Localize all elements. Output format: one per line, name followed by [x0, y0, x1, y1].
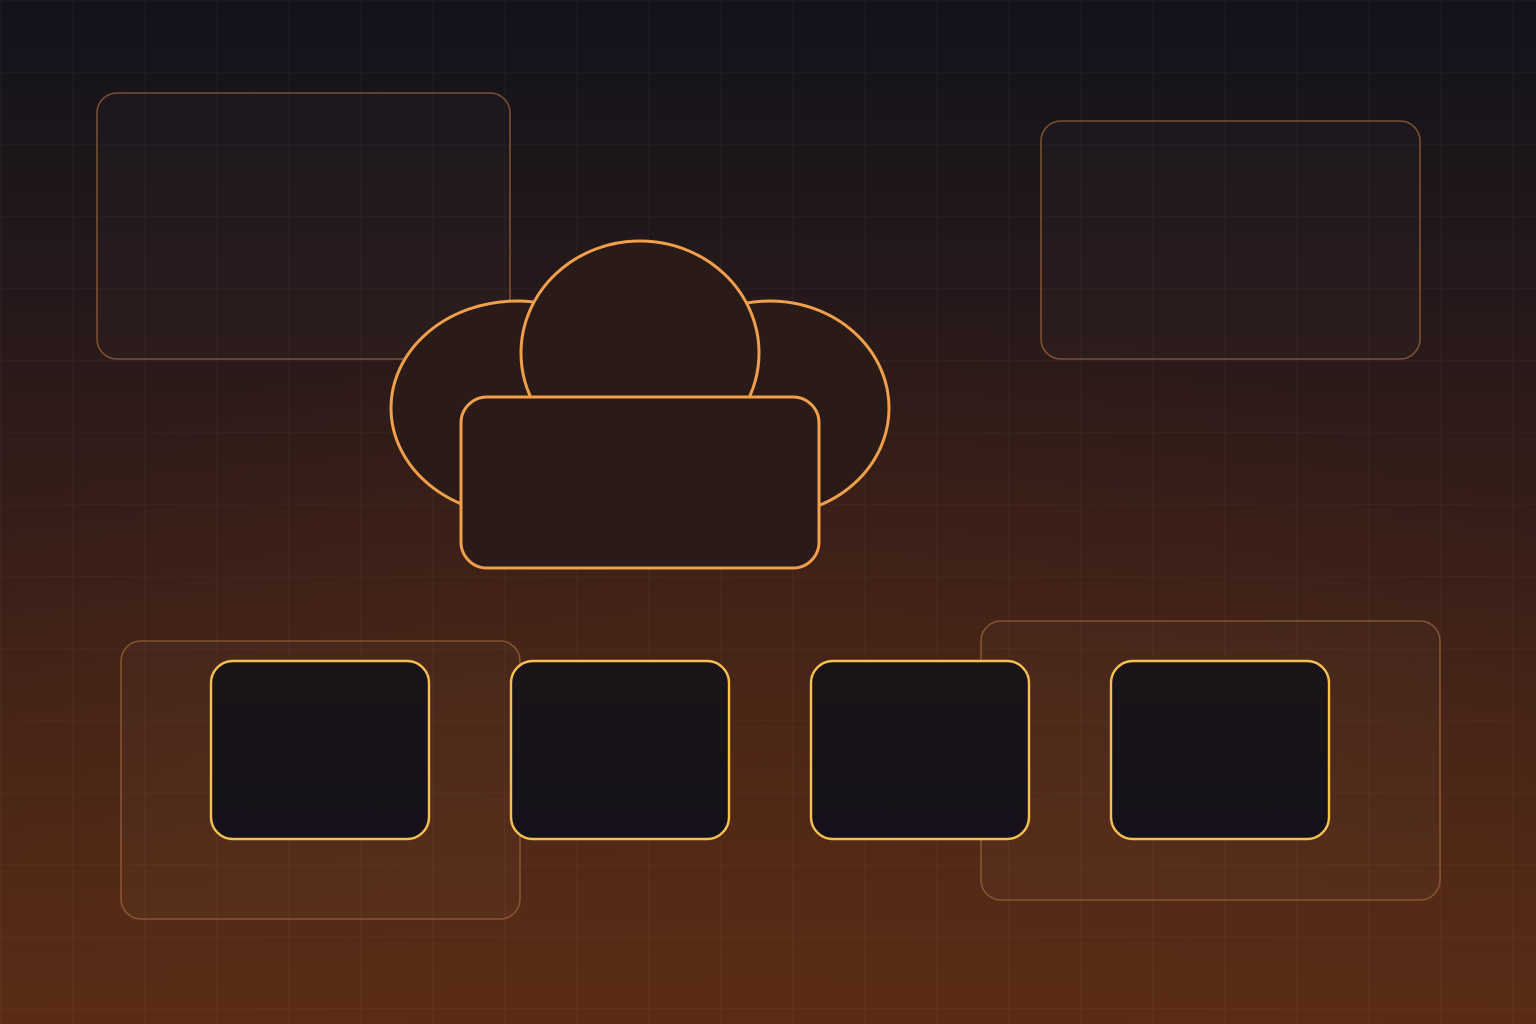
node-box-4 — [1109, 659, 1331, 841]
panel-top-left — [96, 92, 511, 360]
node-box-2 — [509, 659, 731, 841]
cloud-icon — [389, 239, 891, 570]
cloud-base — [459, 395, 821, 570]
panel-top-right — [1040, 120, 1421, 360]
node-box-3 — [809, 659, 1031, 841]
node-box-1 — [209, 659, 431, 841]
